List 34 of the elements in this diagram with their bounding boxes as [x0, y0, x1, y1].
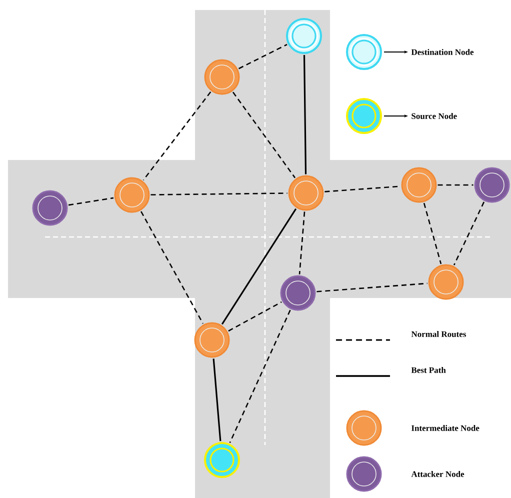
route-line — [438, 184, 474, 186]
intermediate-node — [401, 167, 437, 203]
route-line — [150, 192, 288, 196]
destination-node — [286, 18, 322, 54]
intermediate-node — [428, 264, 464, 300]
route-line — [238, 44, 288, 70]
route-line — [232, 92, 296, 178]
best-path-line — [303, 54, 307, 174]
attacker-node — [280, 275, 316, 311]
attacker-node — [32, 190, 68, 226]
legend-label: Normal Routes — [411, 331, 466, 337]
intermediate-node — [194, 322, 230, 358]
legend-label: Attacker Node — [411, 471, 464, 477]
route-line — [140, 211, 204, 324]
route-line — [68, 197, 114, 206]
route-line — [228, 301, 282, 332]
route-line — [423, 202, 442, 264]
legend-label: Destination Node — [411, 49, 474, 55]
route-line — [453, 202, 485, 266]
best-path-line — [212, 358, 222, 442]
route-line — [229, 310, 291, 443]
source-node — [204, 442, 240, 478]
route-line — [324, 186, 400, 192]
legend-label: Intermediate Node — [412, 425, 480, 431]
attacker-node — [474, 167, 510, 203]
intermediate-node — [288, 175, 324, 211]
best-path-line — [221, 208, 297, 325]
route-line — [316, 282, 428, 292]
route-line — [298, 212, 306, 274]
intermediate-node — [114, 177, 150, 213]
intermediate-node — [204, 59, 240, 95]
legend-label: Source Node — [412, 113, 457, 119]
legend-label: Best Path — [411, 367, 446, 373]
route-line — [142, 92, 212, 180]
